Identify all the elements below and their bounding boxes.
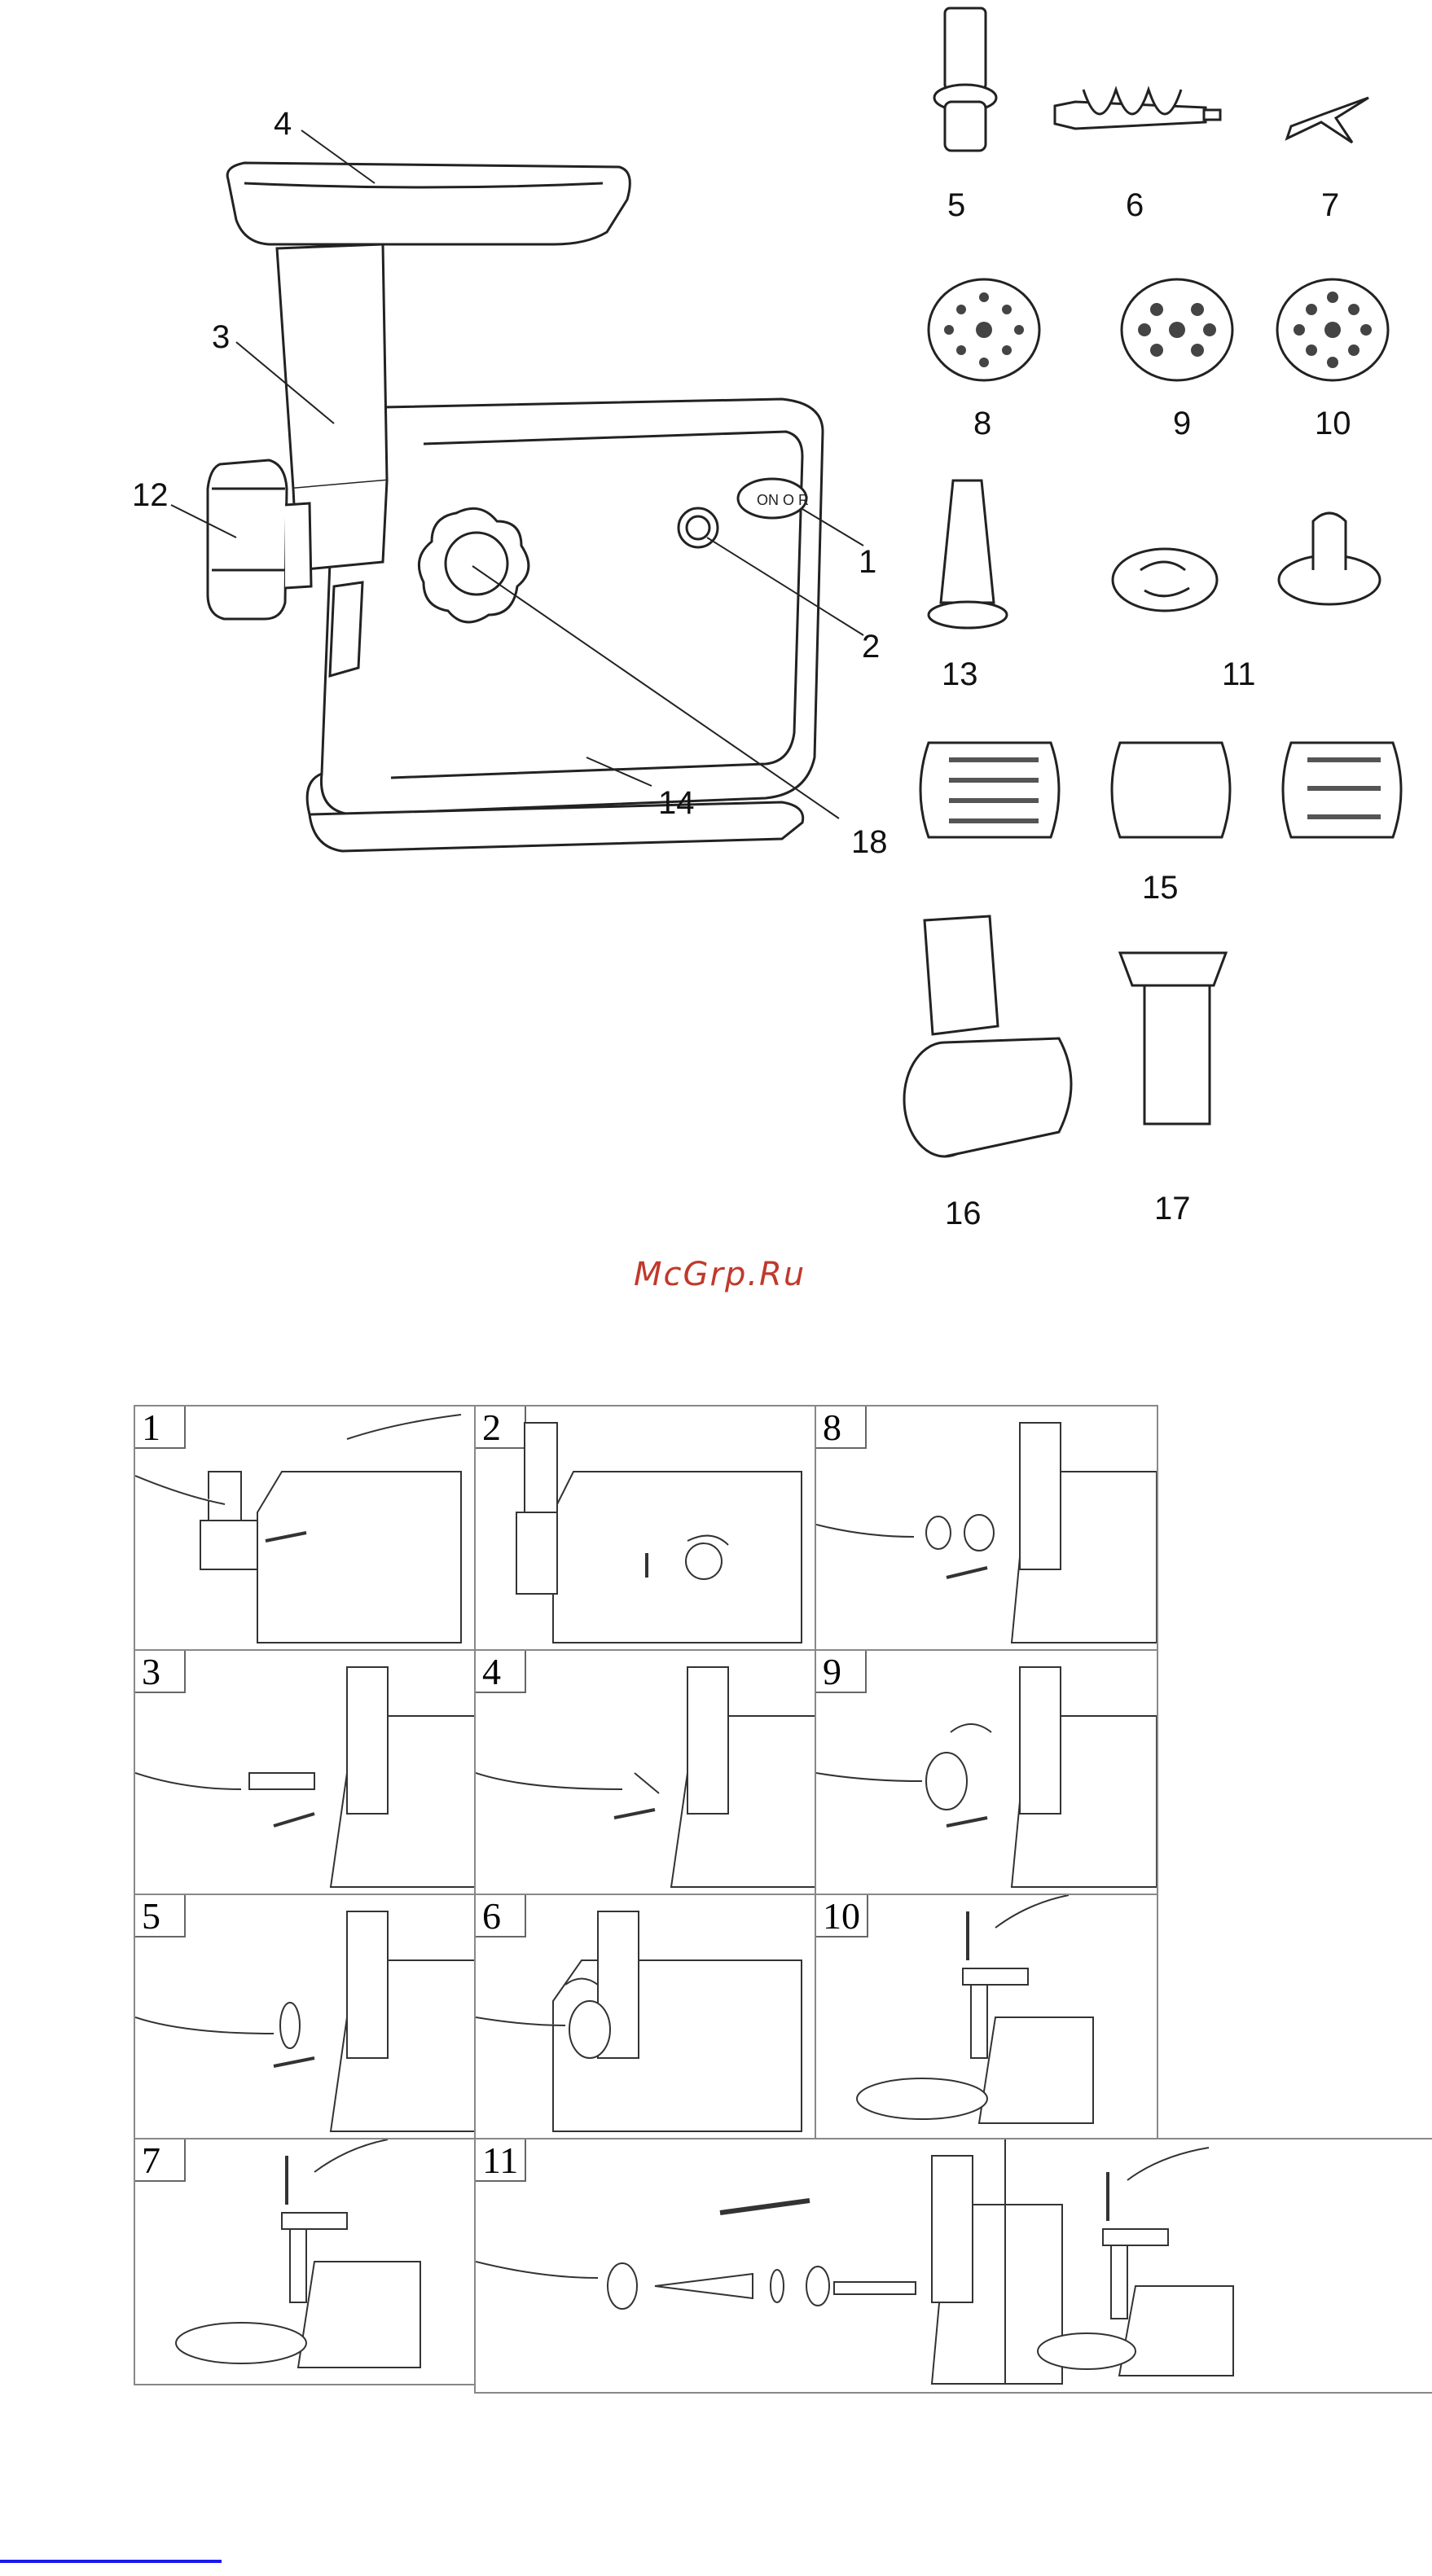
step-panel-9: 9 xyxy=(815,1649,1158,1897)
step-panel-3: 3 xyxy=(134,1649,477,1897)
part-11-kibbe-attachment xyxy=(1113,513,1380,611)
step-illustration xyxy=(476,1406,816,1651)
callout-6: 6 xyxy=(1126,187,1144,224)
step-illustration xyxy=(135,1651,476,1895)
feed-tube xyxy=(277,244,387,489)
watermark-text: McGrp.Ru xyxy=(634,1256,806,1293)
switch-label: ON O R xyxy=(757,492,809,508)
step-illustration xyxy=(476,1895,816,2139)
step-illustration xyxy=(135,1895,476,2139)
callout-17: 17 xyxy=(1154,1191,1191,1227)
callout-18: 18 xyxy=(851,824,888,861)
callout-14: 14 xyxy=(658,785,695,822)
step-illustration xyxy=(476,2139,1432,2392)
step-panel-7: 7 xyxy=(134,2138,477,2385)
part-7-blade xyxy=(1287,98,1368,143)
callout-15: 15 xyxy=(1142,870,1179,906)
callout-12: 12 xyxy=(132,477,169,514)
step-illustration xyxy=(476,1651,816,1895)
part-5-pusher xyxy=(934,8,996,151)
callout-8: 8 xyxy=(973,406,991,442)
step-illustration xyxy=(816,1651,1157,1895)
callout-11: 11 xyxy=(1222,656,1256,693)
step-panel-6: 6 xyxy=(474,1894,818,2141)
motor-housing xyxy=(321,399,823,814)
step-illustration xyxy=(816,1895,1157,2139)
food-tray xyxy=(227,163,630,244)
step-panel-2: 2 xyxy=(474,1405,818,1652)
step-panel-8: 8 xyxy=(815,1405,1158,1652)
step-panel-11: 11 xyxy=(474,2138,1432,2394)
part-16-slicer-housing xyxy=(904,916,1071,1156)
callout-13: 13 xyxy=(942,656,978,693)
callout-3: 3 xyxy=(212,319,230,356)
callout-4: 4 xyxy=(274,106,292,143)
callout-1: 1 xyxy=(859,544,876,581)
callout-10: 10 xyxy=(1315,406,1351,442)
step-panel-5: 5 xyxy=(134,1894,477,2141)
step-panel-10: 10 xyxy=(815,1894,1158,2141)
callout-9: 9 xyxy=(1173,406,1191,442)
step-panel-4: 4 xyxy=(474,1649,818,1897)
callout-7: 7 xyxy=(1321,187,1339,224)
step-illustration xyxy=(135,2139,476,2384)
part-17-square-pusher xyxy=(1120,953,1226,1124)
bottom-link-underline xyxy=(0,2560,222,2563)
callout-2: 2 xyxy=(862,629,880,665)
step-illustration xyxy=(135,1406,476,1651)
part-6-auger xyxy=(1055,90,1220,129)
step-illustration xyxy=(816,1406,1157,1651)
step-panel-1: 1 xyxy=(134,1405,477,1652)
callout-5: 5 xyxy=(947,187,965,224)
callout-16: 16 xyxy=(945,1196,982,1232)
part-13-sausage-nozzle xyxy=(929,481,1007,628)
locking-ring xyxy=(208,460,287,619)
parts-diagram: ON O R xyxy=(0,0,1432,1270)
